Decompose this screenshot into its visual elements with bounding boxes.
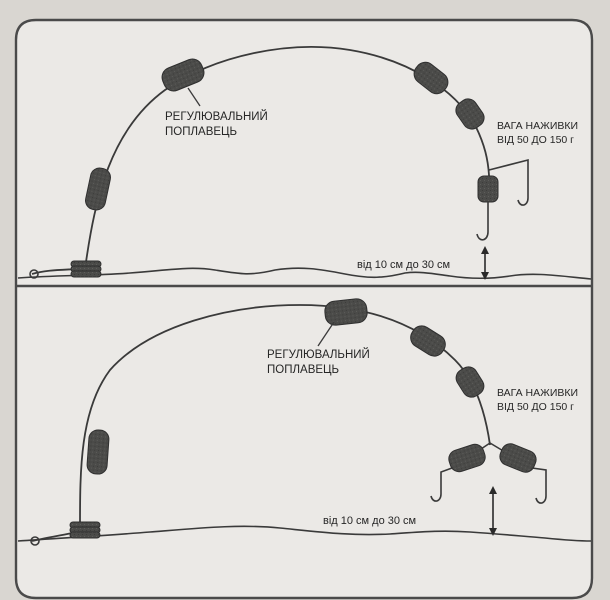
side-leader [488,158,529,178]
depth-arrow [481,246,489,280]
swivel-eyelet-icon [29,269,39,279]
float-label-line-1: РЕГУЛЮВАЛЬНИЙ [267,348,370,361]
bait-weight-label-line-1: ВАГА НАЖИВКИ [497,387,578,399]
right-bait-float-icon [499,443,537,473]
float-pointer [187,87,201,107]
swivel-eyelet-icon [30,536,40,546]
bottom-line [17,525,592,542]
float-label-line-2: ПОПЛАВЕЦЬ [165,126,237,138]
float-icon [85,167,111,211]
float-label-line-2: ПОПЛАВЕЦЬ [267,364,339,376]
float-icon [455,98,485,130]
panel-frame [14,18,594,600]
float-icon [410,325,446,357]
float-icon [86,429,110,475]
float-icon [413,61,449,95]
top-rig: РЕГУЛЮВАЛЬНИЙ ПОПЛАВЕЦЬ ВАГА НАЖИВКИ ВІД… [17,46,592,280]
depth-arrow [489,486,497,536]
bait-weight-label-line-1: ВАГА НАЖИВКИ [497,120,578,132]
bottom-line [17,267,592,280]
hook-icon [531,467,547,504]
hook-icon [430,467,453,502]
lead-line [31,532,73,542]
bait-weight-label-line-2: ВІД 50 ДО 150 г [497,401,574,413]
hook-icon [476,202,489,241]
left-bait-float-icon [448,443,486,473]
hook-icon [517,178,529,206]
sinker-icon [70,260,102,278]
sinker-icon [69,521,101,539]
adjustable-float-icon [324,298,368,326]
float-icon [455,366,485,398]
depth-label: від 10 см до 30 см [323,515,416,527]
float-label-line-1: РЕГУЛЮВАЛЬНИЙ [165,110,268,123]
bottom-rig: РЕГУЛЮВАЛЬНИЙ ПОПЛАВЕЦЬ ВАГА НАЖИВКИ ВІД… [17,298,592,546]
float-pointer [317,321,335,347]
bait-weight-label-line-2: ВІД 50 ДО 150 г [497,134,574,146]
bait-float-icon [477,175,499,203]
depth-label: від 10 см до 30 см [357,259,450,271]
main-line-arc [79,304,491,528]
adjustable-float-icon [161,58,205,92]
